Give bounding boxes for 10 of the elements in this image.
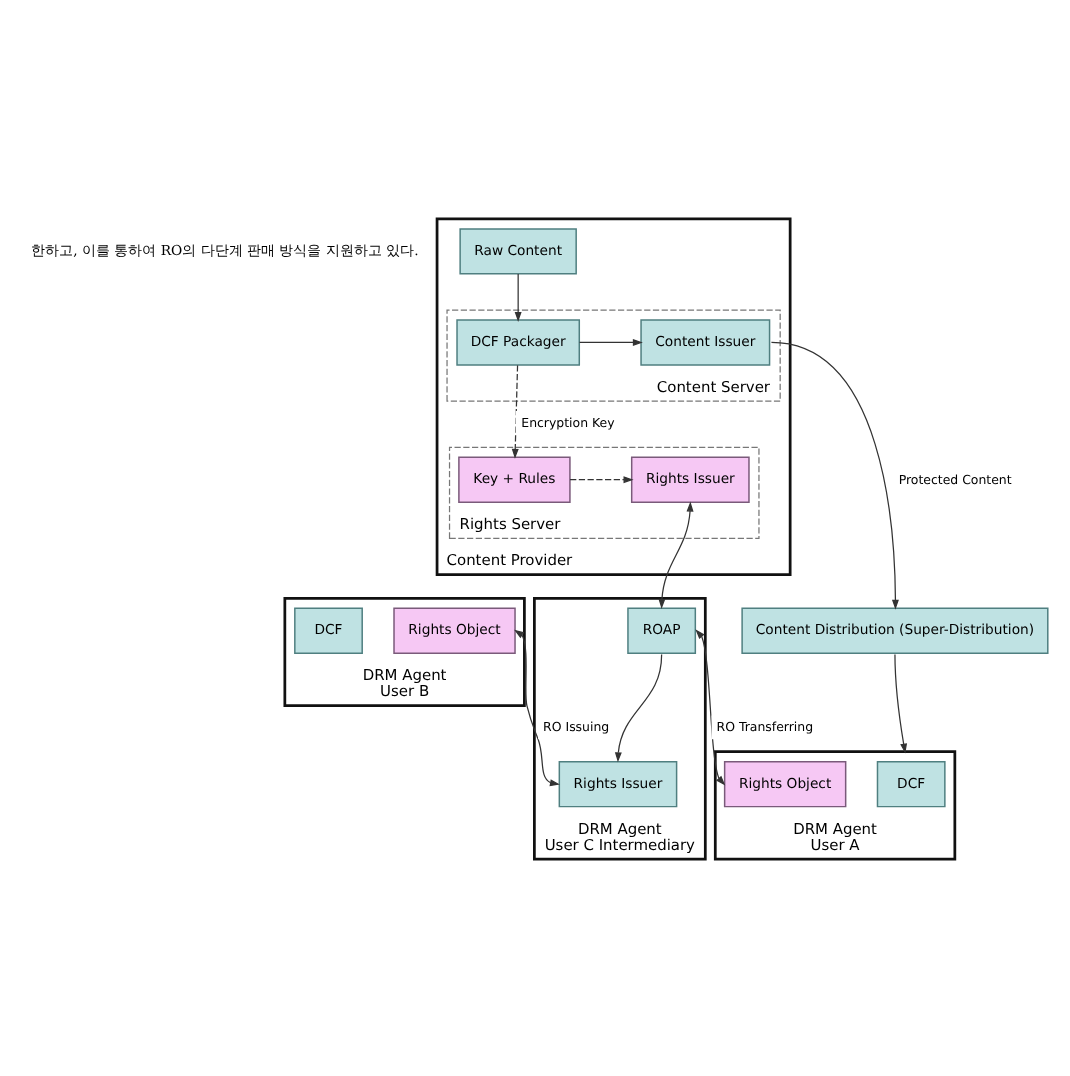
arrow bbox=[569, 475, 634, 483]
arrow bbox=[614, 652, 663, 762]
arrow bbox=[658, 500, 694, 608]
arrow bbox=[695, 628, 726, 785]
arrow bbox=[894, 652, 908, 753]
arrow bbox=[514, 628, 560, 786]
arrow bbox=[578, 338, 643, 345]
arrow bbox=[511, 363, 519, 458]
arrow bbox=[514, 272, 522, 321]
arrow bbox=[770, 340, 899, 609]
